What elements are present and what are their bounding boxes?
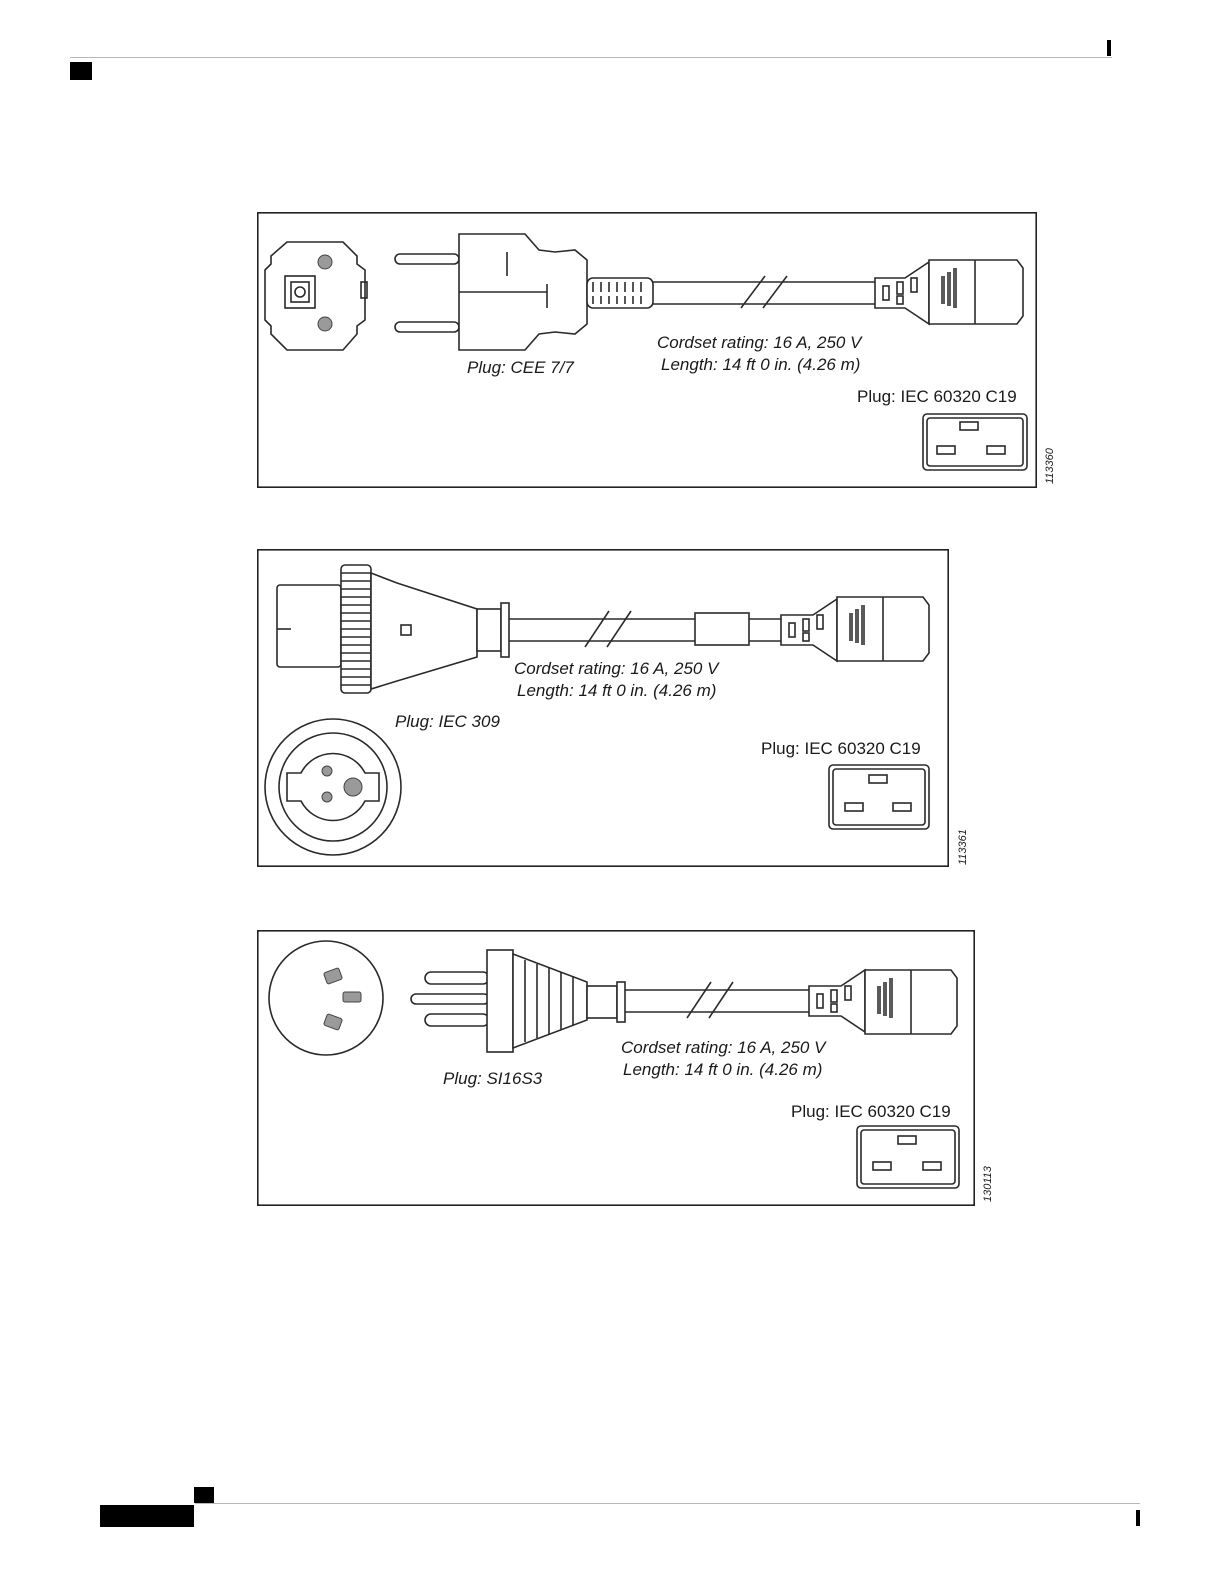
footer-marker [1136, 1510, 1140, 1526]
length-label: Length: 14 ft 0 in. (4.26 m) [623, 1060, 822, 1079]
length-label: Length: 14 ft 0 in. (4.26 m) [661, 355, 860, 374]
plug-label: Plug: CEE 7/7 [467, 358, 574, 377]
figure-number: 113360 [1044, 447, 1056, 484]
figure-number: 113361 [957, 829, 969, 865]
figure-cee-7-7: Plug: CEE 7/7 Cordset rating: 16 A, 250 … [257, 212, 1037, 488]
header-marker [1107, 40, 1111, 56]
plug-label: Plug: SI16S3 [443, 1069, 543, 1088]
header-rule [70, 57, 1112, 58]
footer-rule [195, 1503, 1140, 1504]
figure-si16s3: Cordset rating: 16 A, 250 V Length: 14 f… [257, 930, 975, 1206]
footer-block [100, 1505, 194, 1527]
connector-label: Plug: IEC 60320 C19 [857, 387, 1017, 406]
iec309-socket-face-icon [265, 719, 401, 855]
figure-iec-309: Cordset rating: 16 A, 250 V Length: 14 f… [257, 549, 949, 867]
rating-label: Cordset rating: 16 A, 250 V [621, 1038, 827, 1057]
c19-face-icon [923, 414, 1027, 470]
cee-socket-face-icon [265, 242, 367, 350]
connector-label: Plug: IEC 60320 C19 [761, 739, 921, 758]
header-block [70, 62, 92, 80]
c19-face-icon [829, 765, 929, 829]
si16s3-socket-face-icon [269, 941, 383, 1055]
rating-label: Cordset rating: 16 A, 250 V [657, 333, 863, 352]
connector-label: Plug: IEC 60320 C19 [791, 1102, 951, 1121]
length-label: Length: 14 ft 0 in. (4.26 m) [517, 681, 716, 700]
rating-label: Cordset rating: 16 A, 250 V [514, 659, 720, 678]
plug-label: Plug: IEC 309 [395, 712, 500, 731]
figure-number: 130113 [982, 1165, 994, 1202]
footer-nub [194, 1487, 214, 1503]
c19-face-icon [857, 1126, 959, 1188]
